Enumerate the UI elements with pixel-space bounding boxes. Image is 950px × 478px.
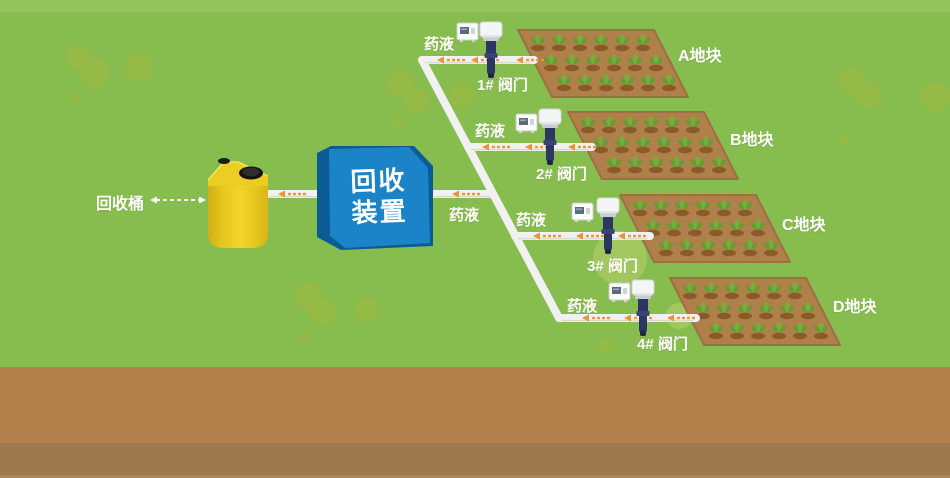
valve-1-label: 1# 阀门 [477,77,528,94]
field-d-plot [669,277,841,346]
field-a-label: A地块 [678,48,722,65]
grass-top-strip [0,0,950,12]
field-a-plot [517,29,689,98]
controller-2-icon [515,113,538,133]
valve-2-icon [538,108,562,165]
valve-2-label: 2# 阀门 [536,166,587,183]
grass-blobs [65,44,950,354]
chemical-label-main: 药液 [449,207,480,224]
field-d-label: D地块 [833,299,877,316]
field-c-plot [619,194,791,263]
chemical-label-branch-2: 药液 [475,123,506,140]
chemical-label-branch-3: 药液 [516,212,547,229]
field-b-label: B地块 [730,132,774,149]
soil-bottom-edge [0,475,950,478]
recovery-device-icon [317,146,433,250]
recovery-bucket-label: 回收桶 [96,196,145,213]
valve-4-label: 4# 阀门 [637,336,688,353]
soil-lower-strip [0,443,950,478]
flow-arrows [278,56,695,322]
valve-3-label: 3# 阀门 [587,258,638,275]
recovery-device-label: 回收 装置 [330,164,428,229]
controller-3-icon [571,202,594,222]
valve-1-icon [479,21,503,78]
soil-upper-strip [0,367,950,443]
controller-1-icon [456,22,479,42]
chemical-label-branch-1: 药液 [424,36,455,53]
chemical-label-branch-4: 药液 [567,298,598,315]
field-b-plot [567,111,739,180]
recovery-device-label-line2: 装置 [351,196,409,228]
field-c-label: C地块 [782,217,826,234]
valve-4-icon [631,279,655,336]
controller-4-icon [608,282,631,302]
valve-3-icon [596,197,620,254]
recovery-tank-icon [207,158,269,248]
bucket-pointer-arrow [150,196,206,204]
recovery-device-label-line1: 回收 [349,165,407,197]
